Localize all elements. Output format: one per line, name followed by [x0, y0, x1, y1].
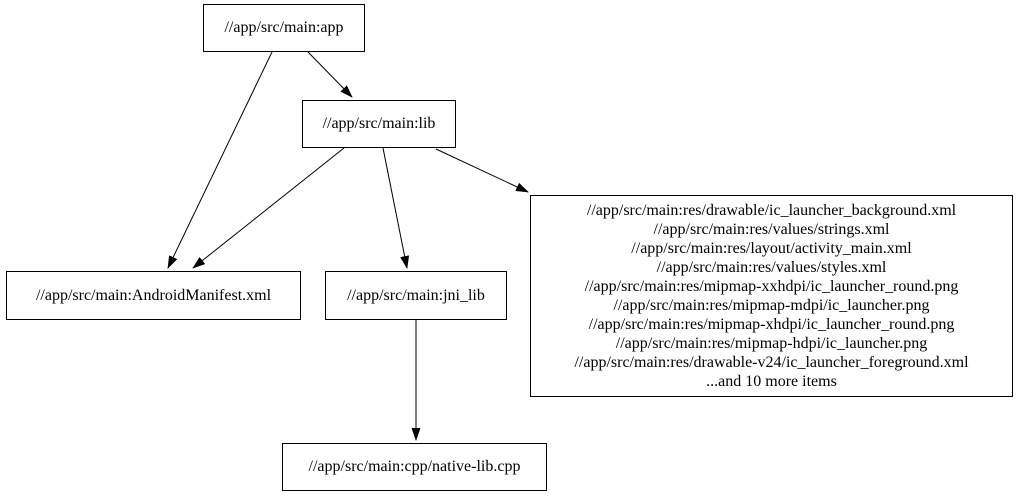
res-file-line: //app/src/main:res/drawable/ic_launcher_… [586, 202, 957, 219]
node-res-file-group: //app/src/main:res/drawable/ic_launcher_… [530, 195, 1013, 397]
node-native-lib-cpp: //app/src/main:cpp/native-lib.cpp [282, 443, 547, 491]
res-file-line: //app/src/main:res/mipmap-xxhdpi/ic_laun… [584, 278, 959, 295]
node-android-manifest: //app/src/main:AndroidManifest.xml [6, 271, 301, 320]
edge-app-to-lib [307, 51, 353, 98]
res-file-line: //app/src/main:res/drawable-v24/ic_launc… [574, 354, 969, 371]
res-file-line: //app/src/main:res/values/styles.xml [656, 259, 887, 276]
res-more-items-line: ...and 10 more items [706, 373, 837, 390]
res-file-line: //app/src/main:res/mipmap-mdpi/ic_launch… [613, 297, 930, 314]
res-file-line: //app/src/main:res/mipmap-xhdpi/ic_launc… [588, 316, 955, 333]
node-android-manifest-label: //app/src/main:AndroidManifest.xml [35, 286, 272, 304]
node-app-target: //app/src/main:app [203, 4, 365, 52]
edge-lib-to-jni-lib [382, 147, 410, 269]
node-native-lib-cpp-label: //app/src/main:cpp/native-lib.cpp [308, 458, 521, 475]
node-jni-lib-label: //app/src/main:jni_lib [347, 286, 485, 304]
edge-lib-to-manifest [192, 147, 345, 269]
node-lib-target: //app/src/main:lib [302, 100, 456, 148]
node-app-label: //app/src/main:app [224, 19, 344, 36]
edge-app-to-manifest [167, 51, 273, 269]
edge-lib-to-res-group [435, 148, 529, 193]
node-lib-label: //app/src/main:lib [322, 115, 436, 132]
res-file-line: //app/src/main:res/layout/activity_main.… [631, 240, 912, 257]
res-file-line: //app/src/main:res/values/strings.xml [653, 221, 890, 238]
node-jni-lib: //app/src/main:jni_lib [325, 271, 507, 320]
res-file-line: //app/src/main:res/mipmap-hdpi/ic_launch… [615, 335, 928, 352]
